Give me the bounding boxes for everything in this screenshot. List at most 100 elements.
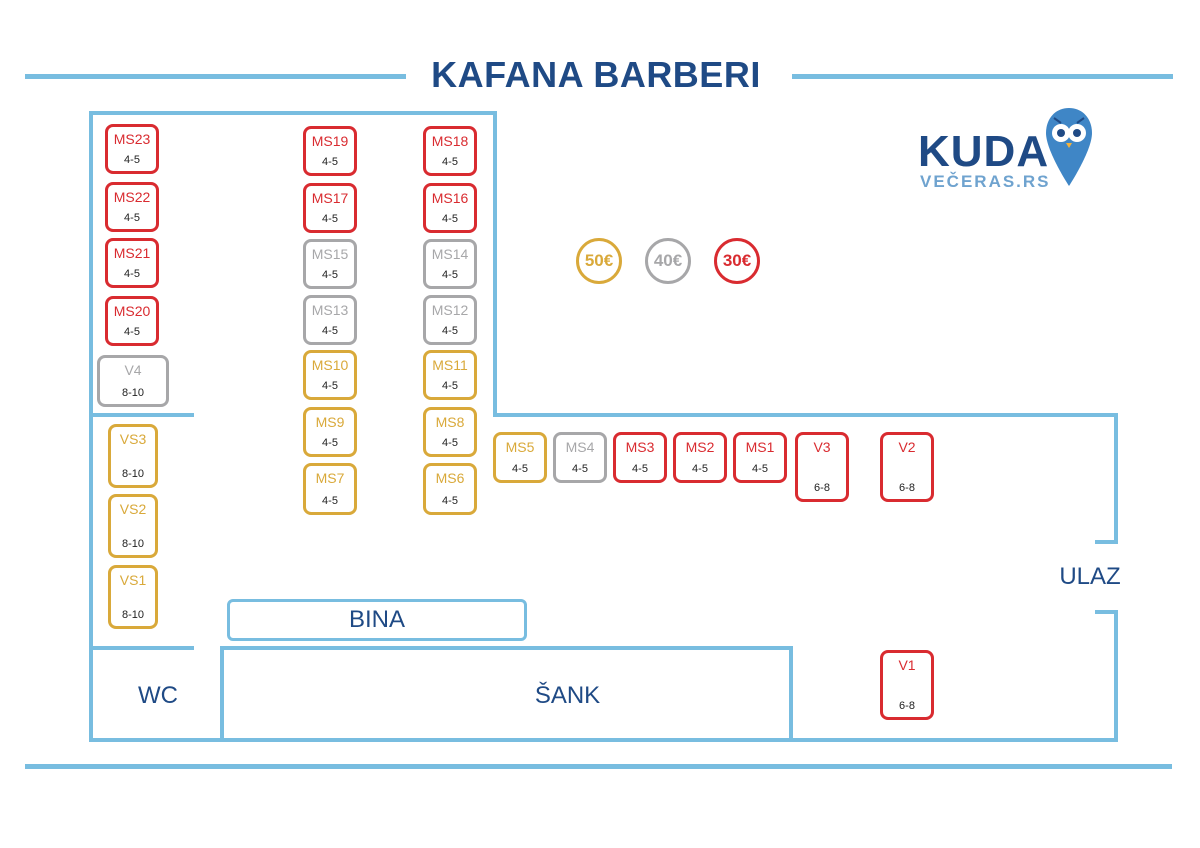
- table-capacity: 4-5: [442, 269, 458, 281]
- price-badge-gray: 40€: [645, 238, 691, 284]
- table-id: V4: [124, 362, 142, 378]
- table-capacity: 4-5: [692, 463, 708, 475]
- table-id: MS6: [435, 470, 465, 486]
- entrance-label: ULAZ: [1059, 563, 1121, 590]
- table-ms10[interactable]: MS10 4-5: [303, 350, 357, 400]
- table-id: MS4: [565, 439, 595, 455]
- table-capacity: 4-5: [512, 463, 528, 475]
- table-capacity: 4-5: [442, 437, 458, 449]
- page-title: KAFANA BARBERI: [431, 54, 761, 95]
- price-badge-gold: 50€: [576, 238, 622, 284]
- table-id: MS3: [625, 439, 655, 455]
- table-id: MS23: [113, 131, 151, 147]
- header-line-right: [792, 74, 1173, 79]
- table-ms20[interactable]: MS20 4-5: [105, 296, 159, 346]
- table-capacity: 4-5: [322, 495, 338, 507]
- table-capacity: 4-5: [124, 326, 140, 338]
- footer-line: [25, 764, 1172, 769]
- table-capacity: 4-5: [442, 213, 458, 225]
- table-capacity: 8-10: [121, 538, 145, 550]
- table-capacity: 4-5: [322, 269, 338, 281]
- table-id: MS16: [431, 190, 469, 206]
- table-id: MS2: [685, 439, 715, 455]
- table-id: VS3: [119, 431, 147, 447]
- table-id: MS10: [311, 357, 349, 373]
- table-capacity: 4-5: [322, 380, 338, 392]
- price-label-gray: 40€: [653, 251, 683, 270]
- table-capacity: 4-5: [442, 156, 458, 168]
- table-id: MS12: [431, 302, 469, 318]
- table-capacity: 4-5: [322, 325, 338, 337]
- table-id: VS1: [119, 572, 147, 588]
- table-v4[interactable]: V4 8-10: [97, 355, 169, 407]
- table-id: MS9: [315, 414, 345, 430]
- table-id: MS22: [113, 189, 151, 205]
- stage-label: BINA: [348, 606, 405, 633]
- table-v2[interactable]: V2 6-8: [880, 432, 934, 502]
- table-capacity: 4-5: [124, 268, 140, 280]
- owl-pin-icon: [1046, 108, 1092, 186]
- table-capacity: 4-5: [632, 463, 648, 475]
- table-vs1[interactable]: VS1 8-10: [108, 565, 158, 629]
- table-capacity: 4-5: [442, 495, 458, 507]
- table-id: MS18: [431, 133, 469, 149]
- table-ms11[interactable]: MS11 4-5: [423, 350, 477, 400]
- table-v3[interactable]: V3 6-8: [795, 432, 849, 502]
- table-id: MS1: [745, 439, 775, 455]
- price-badge-red: 30€: [714, 238, 760, 284]
- table-id: MS17: [311, 190, 349, 206]
- table-capacity: 4-5: [322, 437, 338, 449]
- wc-label: WC: [138, 682, 178, 709]
- price-label-gold: 50€: [584, 251, 614, 270]
- table-id: V3: [813, 439, 831, 455]
- price-label-red: 30€: [722, 251, 752, 270]
- table-capacity: 4-5: [124, 212, 140, 224]
- table-ms21[interactable]: MS21 4-5: [105, 238, 159, 288]
- table-ms12[interactable]: MS12 4-5: [423, 295, 477, 345]
- table-ms3[interactable]: MS3 4-5: [613, 432, 667, 483]
- table-capacity: 4-5: [442, 380, 458, 392]
- table-capacity: 6-8: [814, 482, 830, 494]
- table-id: V2: [898, 439, 916, 455]
- table-ms2[interactable]: MS2 4-5: [673, 432, 727, 483]
- table-ms7[interactable]: MS7 4-5: [303, 463, 357, 515]
- logo-name: KUDA: [918, 127, 1050, 176]
- table-ms9[interactable]: MS9 4-5: [303, 407, 357, 457]
- table-ms8[interactable]: MS8 4-5: [423, 407, 477, 457]
- table-capacity: 4-5: [752, 463, 768, 475]
- table-capacity: 8-10: [121, 468, 145, 480]
- table-ms23[interactable]: MS23 4-5: [105, 124, 159, 174]
- table-ms22[interactable]: MS22 4-5: [105, 182, 159, 232]
- table-ms6[interactable]: MS6 4-5: [423, 463, 477, 515]
- table-capacity: 6-8: [899, 482, 915, 494]
- table-ms1[interactable]: MS1 4-5: [733, 432, 787, 483]
- table-id: MS11: [432, 357, 468, 373]
- table-ms16[interactable]: MS16 4-5: [423, 183, 477, 233]
- table-capacity: 8-10: [121, 387, 145, 399]
- table-capacity: 4-5: [322, 156, 338, 168]
- table-id: MS20: [113, 303, 151, 319]
- table-capacity: 4-5: [442, 325, 458, 337]
- table-id: MS21: [113, 245, 151, 261]
- table-ms14[interactable]: MS14 4-5: [423, 239, 477, 289]
- table-vs3[interactable]: VS3 8-10: [108, 424, 158, 488]
- table-id: MS7: [315, 470, 345, 486]
- stage-bina: BINA: [227, 599, 527, 641]
- bar-counter: [220, 646, 793, 742]
- table-ms18[interactable]: MS18 4-5: [423, 126, 477, 176]
- bar-label: ŠANK: [534, 682, 601, 709]
- table-capacity: 4-5: [124, 154, 140, 166]
- table-capacity: 8-10: [121, 609, 145, 621]
- table-id: MS14: [431, 246, 469, 262]
- header-line-left: [25, 74, 406, 79]
- table-id: MS8: [435, 414, 465, 430]
